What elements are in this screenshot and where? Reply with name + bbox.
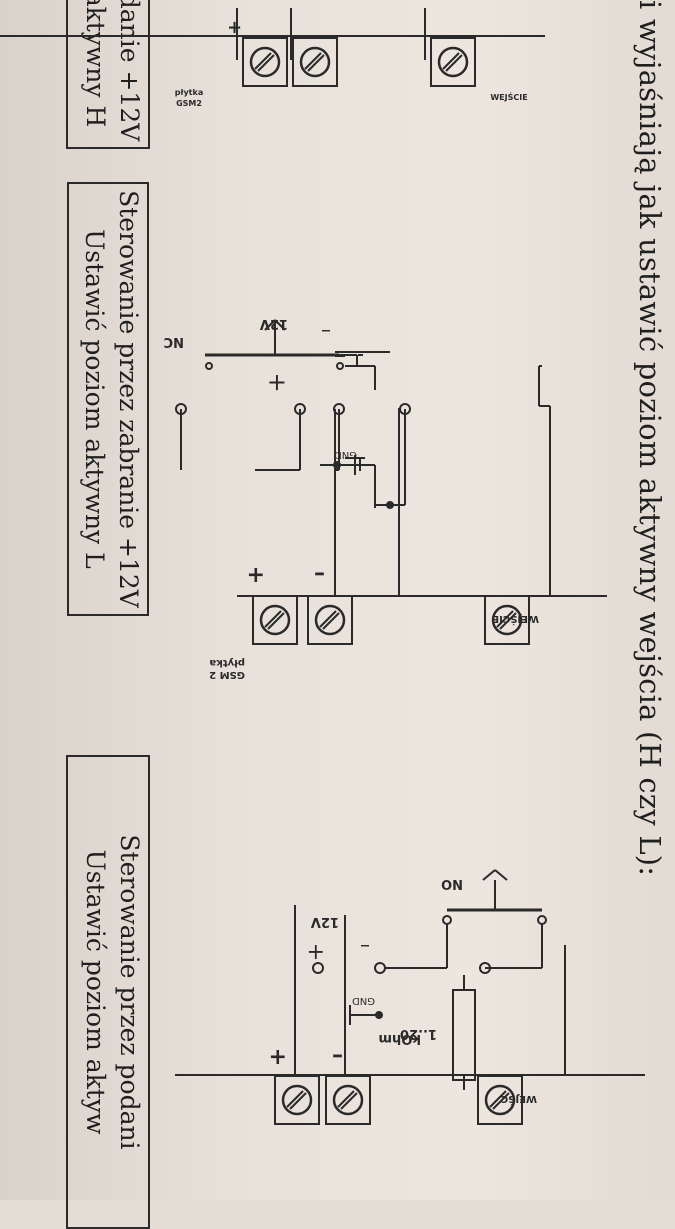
no-gnd-symbol <box>344 1005 379 1025</box>
no-minus-label: – <box>360 935 370 959</box>
left-input-label: WEJŚCIE <box>490 91 527 102</box>
screw-terminal-left-2 <box>291 36 339 88</box>
diagram-no-wiring <box>175 905 645 1076</box>
wiring-diagrams: + płytka GSM2 WEJŚCIE <box>0 8 645 1126</box>
no-terminal-plus: + <box>269 1044 287 1069</box>
diagram-left-terminals <box>241 36 477 88</box>
resistor-value-label: 1..20 <box>400 1026 437 1041</box>
screw-terminal-left-1 <box>241 36 289 88</box>
screw-terminal-left-3 <box>429 36 477 88</box>
screw-terminal-no-minus <box>324 1074 372 1126</box>
nc-board-label-1: płytka <box>209 657 245 668</box>
no-supply-label: 12V <box>311 914 339 929</box>
nc-board-label-2: GSM 2 <box>209 669 245 680</box>
no-supply-terminals <box>312 924 543 1019</box>
nc-gnd-label: GND <box>334 449 357 460</box>
nc-minus-label: – <box>321 320 331 344</box>
nc-board-terminals <box>251 594 531 646</box>
no-input-label: WEJŚC <box>501 1093 537 1106</box>
nc-gnd-symbol <box>339 455 361 475</box>
screw-terminal-no-plus <box>273 1074 321 1126</box>
nc-switch-symbol <box>205 319 345 370</box>
nc-contact-label: NC <box>164 334 184 349</box>
nc-input-label: WEJŚCIE <box>492 613 539 626</box>
diagram-nc-wiring <box>237 351 607 597</box>
nc-supply-label: 12V <box>260 316 288 331</box>
no-gnd-label: GND <box>352 995 375 1006</box>
nc-terminal-minus: – <box>314 562 325 587</box>
left-terminal-plus: + <box>224 20 245 35</box>
nc-terminal-plus: + <box>247 562 265 587</box>
no-plus-label: + <box>307 939 325 964</box>
paper-sheet <box>0 0 675 1200</box>
no-contact-label: NO <box>441 876 463 891</box>
resistor-unit-label: kOhm <box>379 1031 422 1046</box>
nc-supply-terminals <box>175 403 411 509</box>
resistor-symbol <box>452 975 476 1090</box>
diagram-left-partial <box>0 8 545 60</box>
no-terminal-minus: – <box>332 1044 343 1069</box>
left-board-label-2: GSM2 <box>176 99 202 108</box>
no-board-terminals <box>273 1074 524 1126</box>
screw-terminal-nc-plus <box>251 594 299 646</box>
screw-terminal-nc-minus <box>306 594 354 646</box>
left-board-label-1: płytka <box>175 88 203 97</box>
nc-plus-label: + <box>267 369 287 397</box>
